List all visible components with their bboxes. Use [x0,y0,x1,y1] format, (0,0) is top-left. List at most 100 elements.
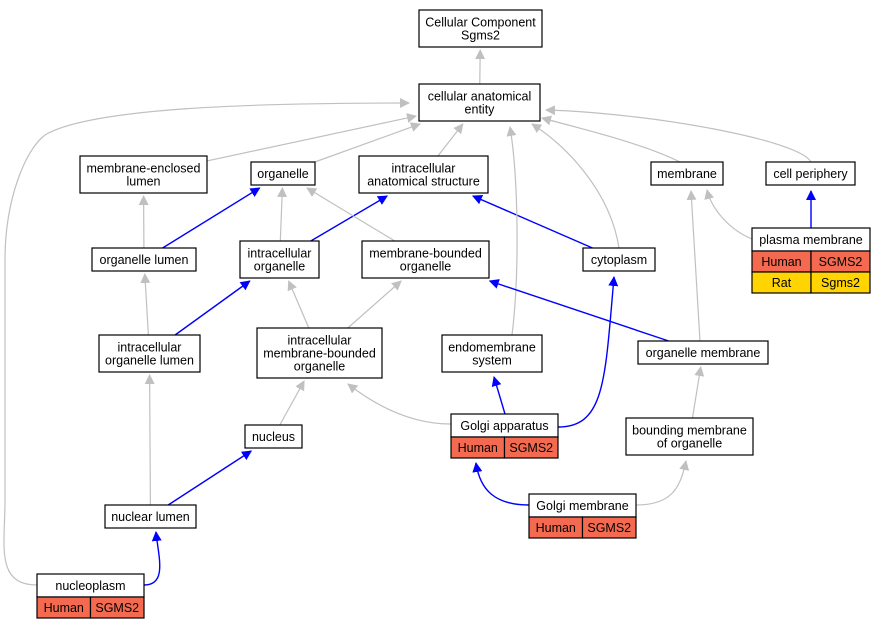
node-box [441,334,543,373]
edge-nucleoplasm-to-nuclear-lumen [143,531,162,586]
edge-organelle-to-cellular-anatomical-entity [314,122,421,163]
edge-golgi-apparatus-to-cytoplasm [557,276,619,428]
node-label-line: organelle [257,167,308,181]
node-box [98,334,201,373]
node-organelle-lumen[interactable]: organelle lumen [91,247,197,272]
gene-cell: SGMS2 [509,441,553,455]
node-box [582,247,656,272]
node-label-line: organelle [294,360,345,374]
node-box [358,155,489,194]
edge-nuclear-lumen-to-nucleus [167,450,253,506]
species-cell: Rat [772,276,792,290]
edge-plasma-membrane-to-membrane [704,189,753,240]
node-label-line: Sgms2 [461,29,500,43]
node-cell-periphery[interactable]: cell periphery [765,161,856,186]
node-box [637,340,769,365]
gene-cell: SGMS2 [819,255,863,269]
node-box [79,155,208,194]
edge-membrane-to-cellular-anatomical-entity [541,115,681,163]
edge-nuclear-lumen-to-intracellular-organelle-lumen [144,374,155,506]
edge-endomembrane-system-to-cellular-anatomical-entity [506,126,518,336]
gene-cell: SGMS2 [587,521,631,535]
node-label-line: Golgi apparatus [460,419,548,433]
edge-cell-periphery-to-cellular-anatomical-entity [545,105,812,163]
edge-intracellular-organelle-to-intracellular-anatomical-structure [310,195,388,242]
node-label-line: bounding membrane [632,424,747,438]
node-label-line: organelle lumen [105,354,194,368]
node-box [244,424,303,449]
node-box [625,417,754,456]
species-cell: Human [44,601,84,615]
node-label-line: lumen [126,175,160,189]
species-cell: Human [458,441,498,455]
node-organelle[interactable]: organelle [250,161,316,186]
node-label-line: membrane [657,167,717,181]
node-nuclear-lumen[interactable]: nuclear lumen [104,504,197,529]
node-label-line: Cellular Component [425,16,536,30]
edges-layer [3,49,816,586]
edge-nucleoplasm-to-cellular-anatomical-entity [3,98,410,586]
species-cell: Human [536,521,576,535]
node-label-line: cytoplasm [591,253,647,267]
node-label-line: endomembrane [448,341,536,355]
node-box [250,161,316,186]
node-label-line: entity [465,103,496,117]
edge-organelle-membrane-to-membrane [686,190,701,342]
node-label-line: intracellular [248,247,312,261]
node-label-line: intracellular [118,341,182,355]
edge-membrane-enclosed-lumen-to-cellular-anatomical-entity [206,113,417,162]
node-membrane[interactable]: membrane [650,161,724,186]
edge-bounding-membrane-of-organelle-to-organelle-membrane [691,366,705,419]
edge-intracellular-organelle-lumen-to-intracellular-organelle [174,280,251,336]
node-label-line: organelle [400,260,451,274]
node-label-line: Golgi membrane [536,499,628,513]
edge-membrane-bounded-organelle-to-organelle [306,187,396,242]
node-box [418,83,541,122]
node-label-line: anatomical structure [367,175,480,189]
edge-intracellular-anatomical-structure-to-cellular-anatomical-entity [437,123,464,157]
edge-intracellular-membrane-bounded-organelle-to-membrane-bounded-organelle [347,280,402,329]
edge-intracellular-organelle-lumen-to-organelle-lumen [140,273,151,336]
node-nucleus[interactable]: nucleus [244,424,303,449]
node-label-line: system [472,354,512,368]
gene-cell-box [581,516,637,539]
node-label-line: nucleoplasm [55,579,125,593]
edge-golgi-membrane-to-bounding-membrane-of-organelle [635,460,690,506]
node-box [104,504,197,529]
edge-cytoplasm-to-intracellular-anatomical-structure [471,195,593,249]
node-label-line: intracellular [392,162,456,176]
node-label-line: of organelle [657,437,722,451]
node-label-line: membrane-bounded [263,347,376,361]
node-box [91,247,197,272]
node-box [256,327,383,379]
edge-organelle-lumen-to-organelle [162,187,261,249]
edge-golgi-membrane-to-golgi-apparatus [472,462,530,506]
node-cytoplasm[interactable]: cytoplasm [582,247,656,272]
gene-cell-box [810,271,871,294]
node-organelle-membrane[interactable]: organelle membrane [637,340,769,365]
edge-golgi-apparatus-to-intracellular-membrane-bounded-organelle [347,383,452,425]
node-label-line: membrane-enclosed [87,162,201,176]
edge-organelle-membrane-to-membrane-bounded-organelle [488,279,669,342]
node-box [239,240,320,279]
node-box [650,161,724,186]
node-label-line: organelle membrane [646,346,761,360]
node-label-line: plasma membrane [759,233,863,247]
edge-nucleus-to-intracellular-membrane-bounded-organelle [279,380,305,426]
species-cell: Human [761,255,801,269]
